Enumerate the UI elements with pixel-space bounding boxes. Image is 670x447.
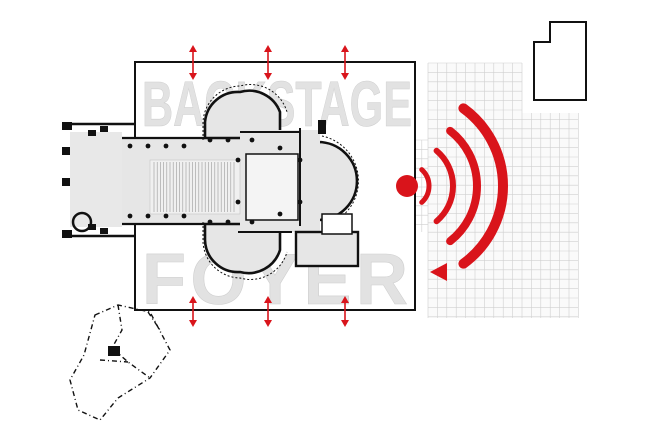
access-arrows xyxy=(189,45,349,327)
church-plan xyxy=(62,84,360,280)
sound-wave-arcs-icon xyxy=(419,103,508,269)
sound-source xyxy=(396,103,508,281)
outbuilding-outline xyxy=(533,21,587,101)
red-triangle-marker-icon xyxy=(430,263,447,281)
red-dot-icon xyxy=(396,175,418,197)
adjacent-building-outline xyxy=(69,304,171,421)
